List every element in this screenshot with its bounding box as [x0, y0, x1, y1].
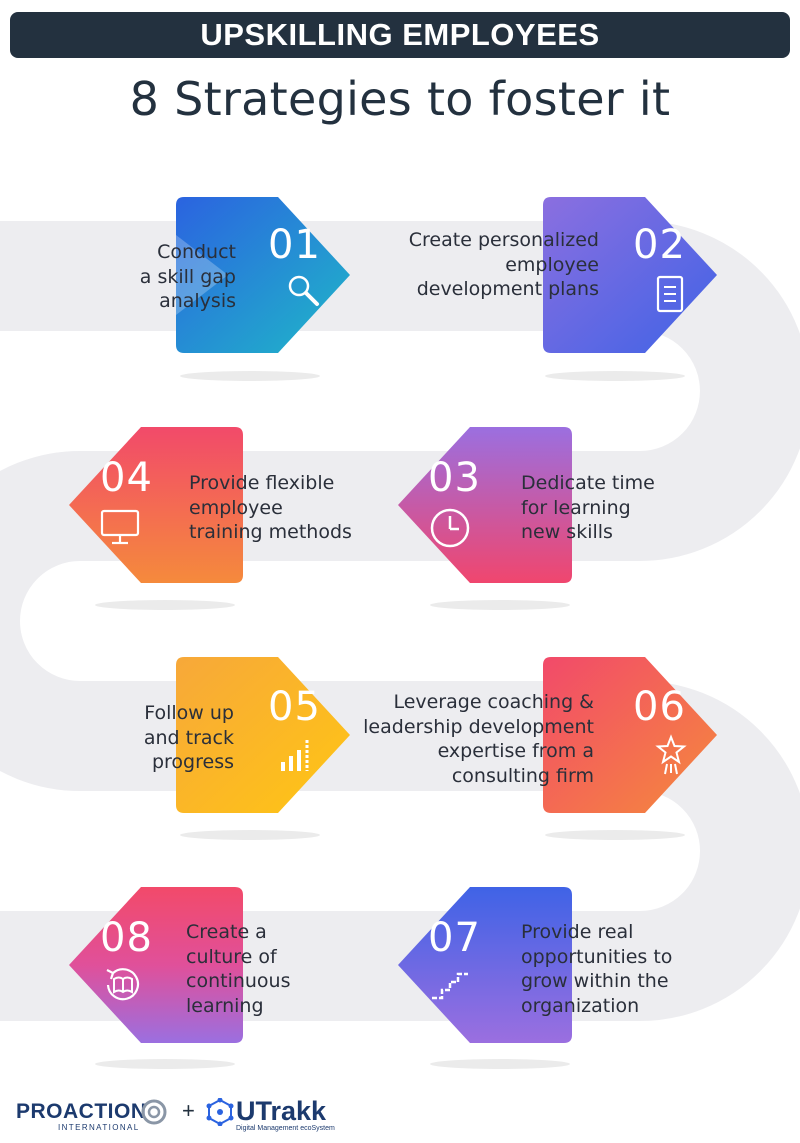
plus-separator: + — [182, 1098, 195, 1123]
step-07-card — [398, 887, 572, 1043]
magnifier-icon — [288, 275, 319, 306]
title-banner: UPSKILLING EMPLOYEES — [10, 12, 790, 58]
monitor-icon — [100, 509, 140, 545]
step-04-number: 04 — [100, 455, 153, 501]
step-08-card — [69, 887, 243, 1043]
document-icon — [656, 275, 684, 313]
step-01-number: 01 — [268, 222, 321, 268]
utrakk-logo: UTrakk — [236, 1096, 327, 1126]
proaction-logo-sub: INTERNATIONAL — [58, 1123, 140, 1132]
step-01-card — [176, 197, 350, 353]
proaction-swirl-icon — [141, 1099, 167, 1125]
step-05-card — [176, 657, 350, 813]
book-cycle-icon — [106, 968, 140, 1001]
proaction-logo: PROACTION — [16, 1100, 147, 1123]
step-06-card — [543, 657, 717, 813]
step-06-number: 06 — [633, 684, 686, 730]
star-person-icon — [655, 734, 687, 775]
page-subtitle: 8 Strategies to foster it — [129, 72, 671, 126]
stairs-icon — [432, 972, 468, 1000]
step-06-text: Leverage coaching &leadership developmen… — [363, 691, 594, 787]
step-02-card — [543, 197, 717, 353]
utrakk-logo-sub: Digital Management ecoSystem — [236, 1125, 335, 1132]
bar-chart-icon — [281, 740, 309, 771]
clock-icon — [430, 508, 470, 548]
page-title: UPSKILLING EMPLOYEES — [200, 17, 600, 52]
step-03-number: 03 — [428, 455, 481, 501]
step-08-number: 08 — [100, 915, 153, 961]
utrakk-network-icon — [206, 1098, 234, 1126]
footer-logos: PROACTION INTERNATIONAL + UTrakk Digital… — [0, 1090, 800, 1140]
step-02-number: 02 — [633, 222, 686, 268]
step-05-number: 05 — [268, 684, 321, 730]
step-07-number: 07 — [428, 915, 481, 961]
